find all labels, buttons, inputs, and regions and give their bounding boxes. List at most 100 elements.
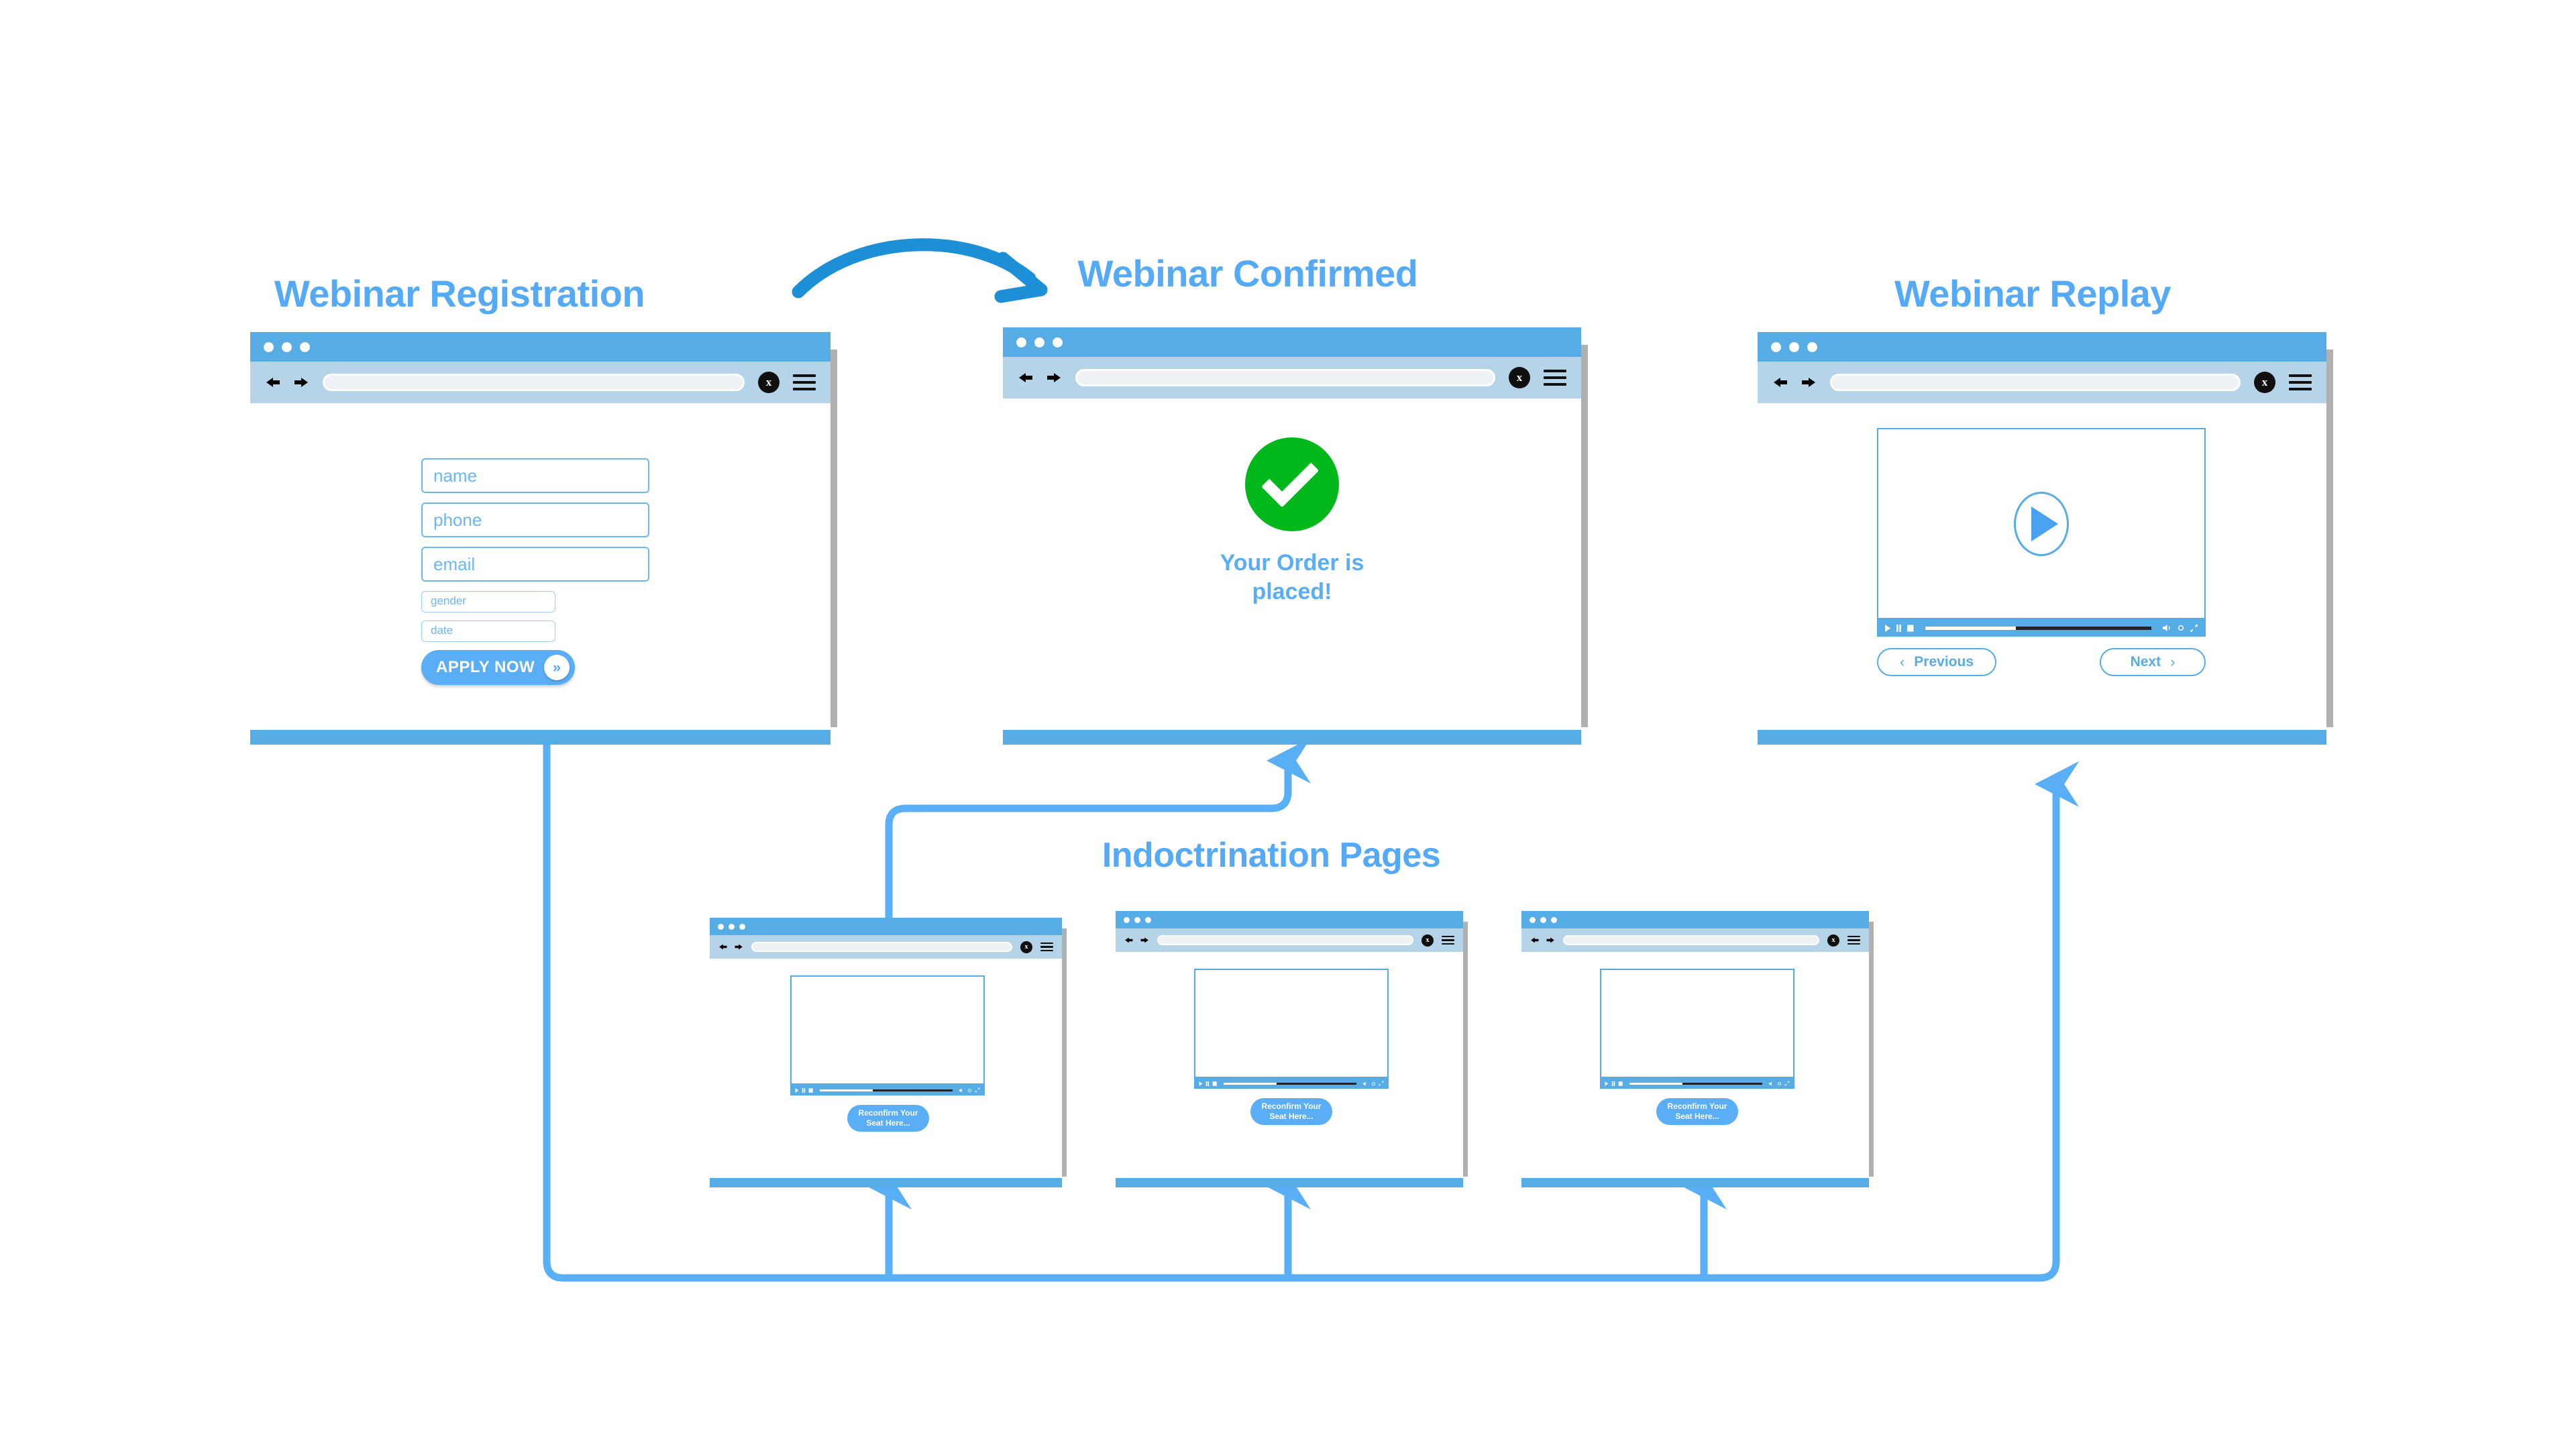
browser-toolbar: x xyxy=(1758,362,2326,403)
hamburger-menu-icon[interactable] xyxy=(1442,935,1454,945)
reconfirm-seat-button[interactable]: Reconfirm Your Seat Here... xyxy=(847,1105,929,1132)
pause-icon[interactable] xyxy=(1611,1081,1615,1086)
hamburger-menu-icon[interactable] xyxy=(1040,942,1053,952)
progress-remaining xyxy=(1682,1082,1762,1085)
play-icon[interactable] xyxy=(1884,624,1891,632)
arrow-left-icon xyxy=(1125,937,1133,943)
traffic-light-dot xyxy=(1789,341,1799,352)
close-icon[interactable]: x xyxy=(1020,941,1032,953)
arrow-right-icon xyxy=(1546,937,1554,943)
fullscreen-icon[interactable] xyxy=(1379,1081,1384,1086)
browser-window-replay: x xyxy=(1758,332,2333,745)
play-icon[interactable] xyxy=(1199,1081,1203,1086)
close-icon[interactable]: x xyxy=(1421,934,1434,947)
volume-icon[interactable] xyxy=(2163,624,2172,632)
page-viewport-indoctrination-2: Reconfirm Your Seat Here... xyxy=(1116,952,1463,1187)
settings-icon[interactable] xyxy=(2177,624,2185,632)
pause-icon[interactable] xyxy=(1896,624,1902,632)
previous-button[interactable]: ‹ Previous xyxy=(1877,648,1996,676)
window-shadow xyxy=(1581,345,1588,727)
double-chevron-right-icon: » xyxy=(544,655,570,680)
address-bar[interactable] xyxy=(323,374,745,391)
play-icon[interactable] xyxy=(795,1087,799,1093)
reconfirm-seat-button[interactable]: Reconfirm Your Seat Here... xyxy=(1250,1098,1332,1125)
settings-icon[interactable] xyxy=(967,1088,972,1093)
close-icon[interactable]: x xyxy=(758,372,780,393)
date-field[interactable]: date xyxy=(421,621,555,642)
pause-icon[interactable] xyxy=(802,1087,806,1093)
page-footer-bar xyxy=(1116,1178,1463,1187)
page-viewport-indoctrination-1: Reconfirm Your Seat Here... xyxy=(710,959,1062,1187)
play-button-icon[interactable] xyxy=(2014,491,2069,556)
settings-icon[interactable] xyxy=(1777,1081,1782,1086)
page-viewport-indoctrination-3: Reconfirm Your Seat Here... xyxy=(1521,952,1869,1187)
traffic-light-dot xyxy=(1551,916,1557,923)
traffic-light-dot xyxy=(1124,916,1130,923)
email-field[interactable]: email xyxy=(421,547,649,582)
video-player xyxy=(1600,969,1794,1089)
close-icon[interactable]: x xyxy=(2254,372,2275,393)
next-button[interactable]: Next › xyxy=(2100,648,2206,676)
video-screen[interactable] xyxy=(790,975,985,1085)
phone-field[interactable]: phone xyxy=(421,502,649,537)
gender-field[interactable]: gender xyxy=(421,591,555,612)
video-progress-bar[interactable] xyxy=(820,1089,953,1091)
volume-icon[interactable] xyxy=(1769,1081,1774,1086)
video-screen[interactable] xyxy=(1600,969,1794,1078)
fullscreen-icon[interactable] xyxy=(975,1087,980,1093)
address-bar[interactable] xyxy=(1563,935,1819,945)
hamburger-menu-icon[interactable] xyxy=(1847,935,1860,945)
arrow-right-icon xyxy=(294,378,308,387)
play-icon[interactable] xyxy=(1605,1081,1609,1086)
video-player xyxy=(1194,969,1389,1089)
address-bar[interactable] xyxy=(1075,369,1495,386)
browser-toolbar: x xyxy=(1116,928,1463,952)
video-progress-bar[interactable] xyxy=(1224,1082,1356,1085)
volume-icon[interactable] xyxy=(1363,1081,1368,1086)
apply-now-button[interactable]: APPLY NOW » xyxy=(421,650,576,685)
video-player xyxy=(790,975,985,1095)
nav-arrows xyxy=(1530,936,1555,945)
section-title-registration: Webinar Registration xyxy=(274,272,645,315)
address-bar[interactable] xyxy=(1830,374,2241,391)
video-progress-bar[interactable] xyxy=(1629,1082,1762,1085)
browser-window-confirmed: x Your Order is placed! xyxy=(1003,327,1588,745)
browser-titlebar xyxy=(1116,911,1463,928)
window-shadow xyxy=(830,350,837,727)
nav-arrows xyxy=(265,375,309,390)
hamburger-menu-icon[interactable] xyxy=(793,374,816,390)
close-icon[interactable]: x xyxy=(1509,367,1530,388)
arrow-left-icon xyxy=(719,944,727,950)
traffic-light-dot xyxy=(264,341,274,352)
fullscreen-icon[interactable] xyxy=(1784,1081,1790,1086)
browser-window-indoctrination-2: x Reco xyxy=(1116,911,1468,1187)
hamburger-menu-icon[interactable] xyxy=(2289,374,2312,390)
stop-icon[interactable] xyxy=(808,1087,813,1093)
browser-toolbar: x xyxy=(1521,928,1869,952)
nav-arrows xyxy=(1018,370,1062,385)
window-shadow xyxy=(1062,928,1067,1177)
settings-icon[interactable] xyxy=(1371,1081,1376,1086)
name-field[interactable]: name xyxy=(421,458,649,493)
stop-icon[interactable] xyxy=(1907,625,1914,632)
pause-icon[interactable] xyxy=(1205,1081,1210,1086)
reconfirm-seat-button[interactable]: Reconfirm Your Seat Here... xyxy=(1656,1098,1738,1125)
video-screen[interactable] xyxy=(1194,969,1389,1078)
close-icon[interactable]: x xyxy=(1827,934,1839,947)
traffic-light-dot xyxy=(1807,341,1817,352)
stop-icon[interactable] xyxy=(1618,1081,1623,1086)
video-controls xyxy=(790,1085,985,1095)
fullscreen-icon[interactable] xyxy=(2190,624,2198,633)
video-screen[interactable] xyxy=(1877,428,2206,619)
progress-remaining xyxy=(873,1089,953,1091)
traffic-light-dot xyxy=(1145,916,1151,923)
address-bar[interactable] xyxy=(751,942,1012,952)
arrow-right-icon xyxy=(1140,937,1148,943)
hamburger-menu-icon[interactable] xyxy=(1544,370,1566,386)
stop-icon[interactable] xyxy=(1212,1081,1217,1086)
video-progress-bar[interactable] xyxy=(1925,626,2151,630)
order-confirmation-message: Your Order is placed! xyxy=(1220,550,1364,604)
volume-icon[interactable] xyxy=(959,1088,965,1093)
address-bar[interactable] xyxy=(1157,935,1413,945)
traffic-light-dot xyxy=(1529,916,1536,923)
